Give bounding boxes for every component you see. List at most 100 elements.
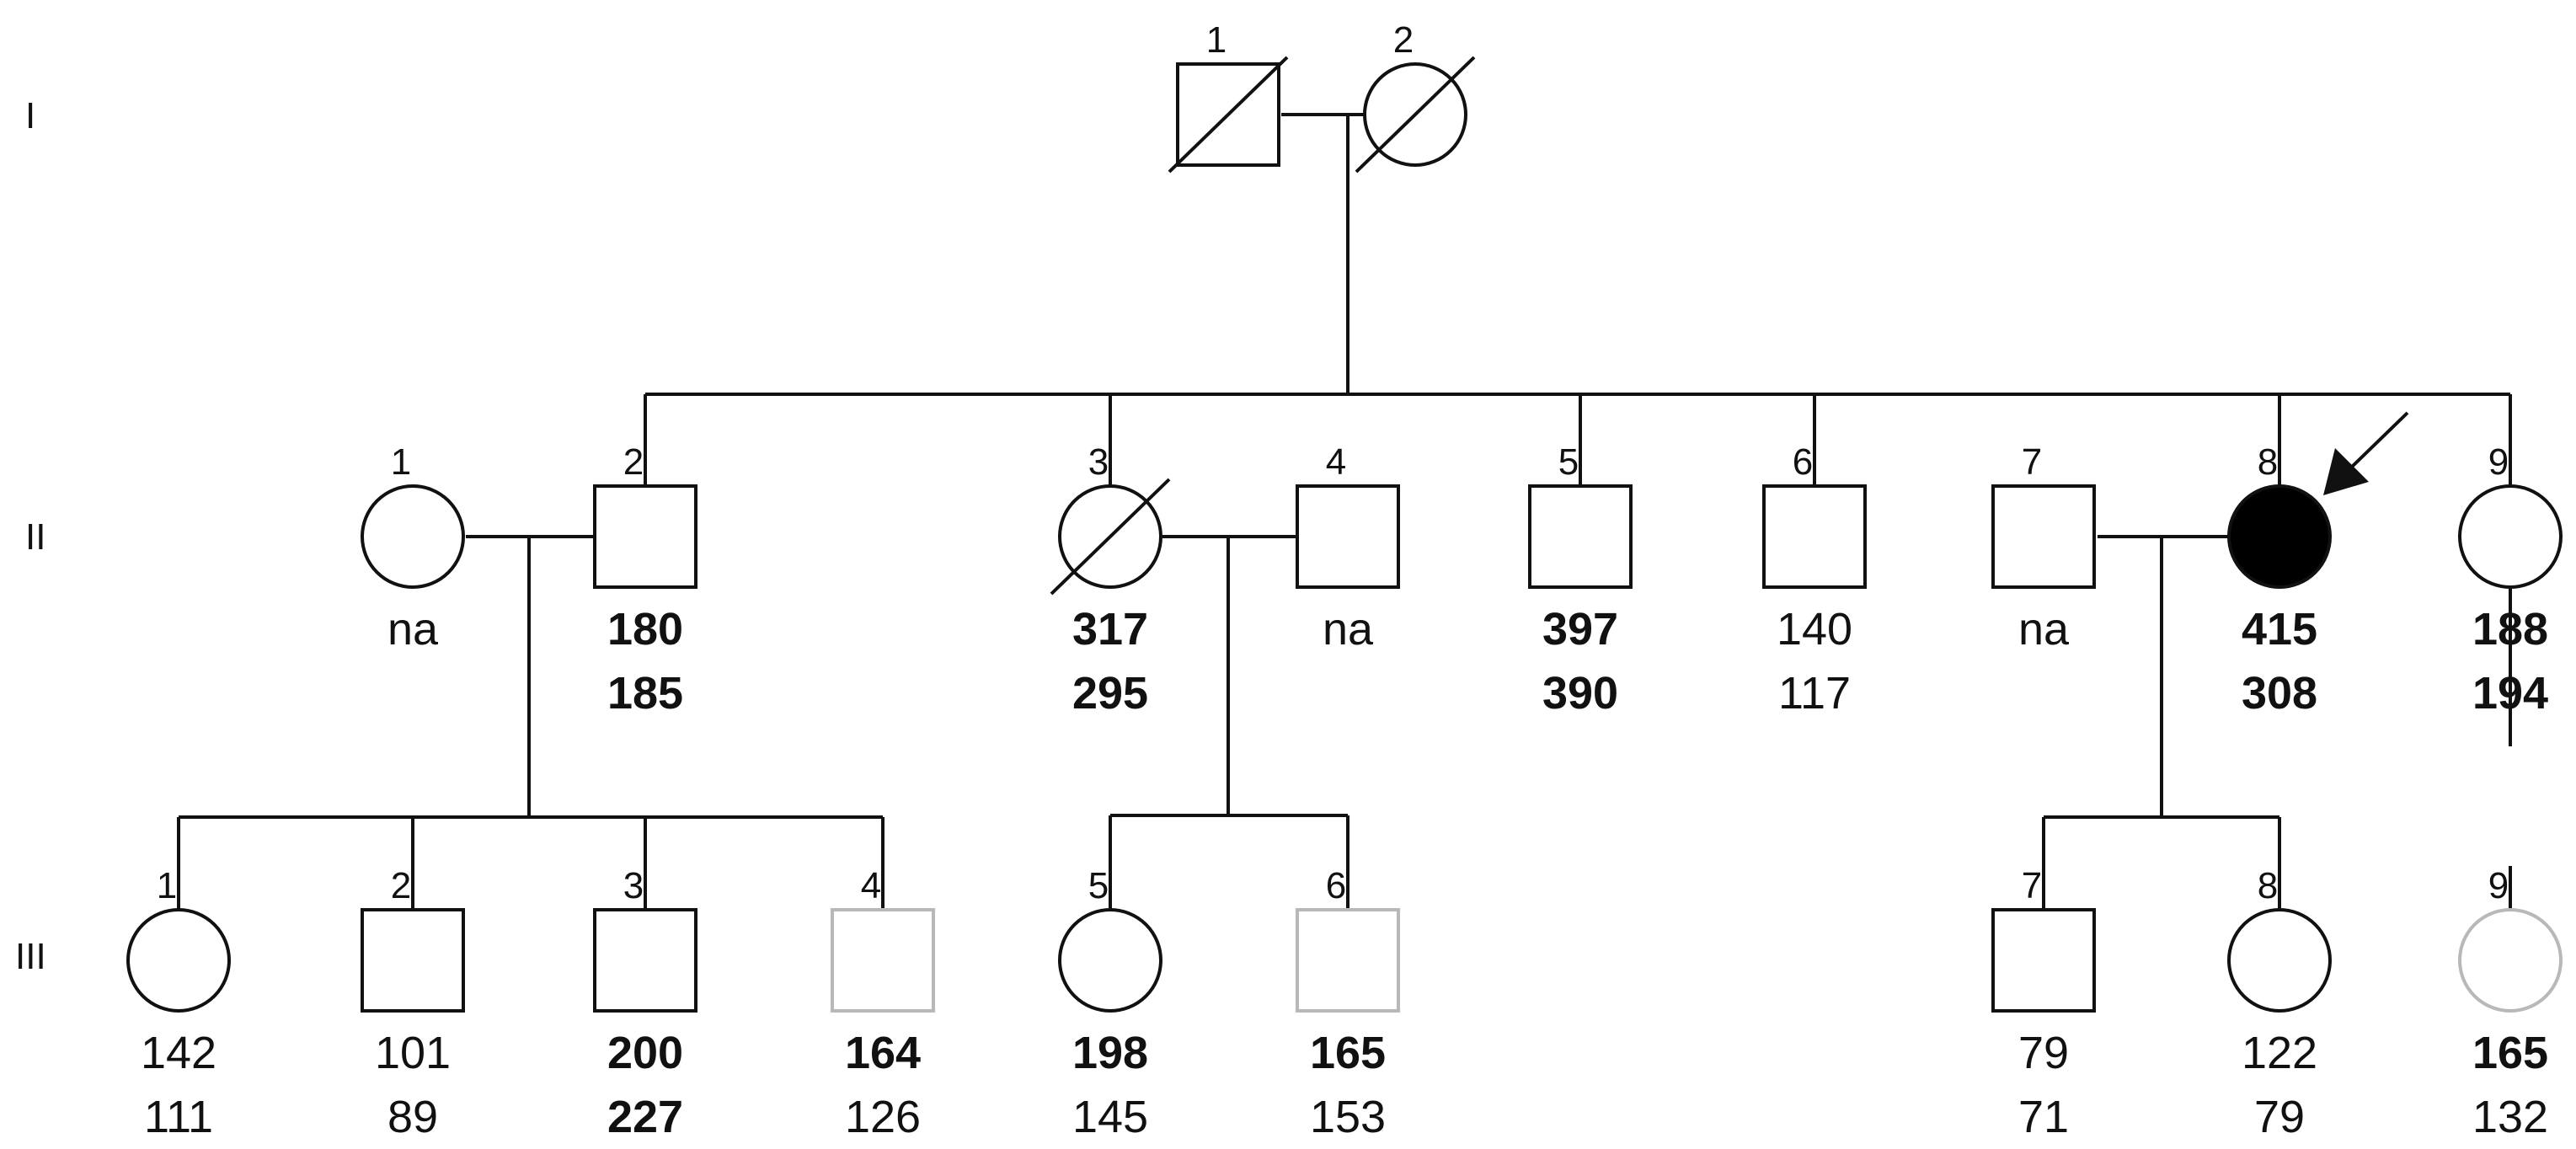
- female-circle-icon: [2458, 908, 2563, 1013]
- individual-value: 165: [2472, 1028, 2548, 1078]
- individual-value: 142: [141, 1028, 216, 1078]
- male-square-icon: [1762, 484, 1867, 589]
- individual-value: 198: [1072, 1028, 1148, 1078]
- female-circle-icon: [1058, 908, 1162, 1013]
- individual-value: 390: [1542, 668, 1618, 719]
- individual-value: 111: [144, 1092, 213, 1142]
- female-circle-icon: [361, 484, 465, 589]
- individual-number: 1: [1206, 19, 1227, 61]
- female-circle-icon: [2458, 484, 2563, 589]
- individual-value: na: [2018, 604, 2070, 655]
- individual-number: 4: [1326, 441, 1346, 483]
- individual-III-5: 5 198 145: [1058, 865, 1162, 1142]
- individual-II-4: 4 na: [1296, 441, 1400, 655]
- individual-number: 4: [861, 865, 881, 906]
- individual-III-3: 3 200 227: [593, 865, 697, 1142]
- individual-value: 126: [845, 1092, 921, 1142]
- proband-arrow-icon: [2323, 411, 2409, 495]
- individual-number: 6: [1793, 441, 1813, 483]
- individual-II-5: 5 397 390: [1528, 441, 1633, 719]
- individual-value: 164: [845, 1028, 921, 1078]
- male-square-icon: [1991, 908, 2096, 1013]
- individual-number: 7: [2022, 441, 2042, 483]
- individual-value: 79: [2254, 1092, 2305, 1142]
- individual-number: 8: [2258, 865, 2278, 906]
- male-square-icon: [831, 908, 935, 1013]
- individual-number: 9: [2488, 865, 2509, 906]
- individual-value: na: [387, 604, 439, 655]
- generation-label-III: III: [15, 936, 46, 977]
- individual-number: 3: [1088, 441, 1109, 483]
- male-square-icon: [361, 908, 465, 1013]
- individual-value: 153: [1310, 1092, 1386, 1142]
- male-square-icon: [593, 484, 697, 589]
- individual-value: 188: [2472, 604, 2548, 655]
- individual-value: 227: [607, 1092, 683, 1142]
- individual-number: 8: [2258, 441, 2278, 483]
- individual-value: 79: [2018, 1028, 2069, 1078]
- deceased-slash-icon: [1355, 56, 1476, 174]
- individual-II-3: 3 317 295: [1050, 441, 1171, 719]
- generation-label-I: I: [25, 95, 35, 136]
- individual-III-1: 1 142 111: [126, 865, 231, 1142]
- individual-value: 295: [1072, 668, 1148, 719]
- affected-female-circle-icon: [2227, 484, 2332, 589]
- female-circle-icon: [126, 908, 231, 1013]
- individual-value: 317: [1072, 604, 1148, 655]
- individual-value: 117: [1778, 668, 1851, 719]
- individual-value: 200: [607, 1028, 683, 1078]
- deceased-slash-icon: [1050, 478, 1171, 596]
- male-square-icon: [1991, 484, 2096, 589]
- individual-number: 1: [391, 441, 411, 483]
- individual-number: 1: [157, 865, 177, 906]
- individual-number: 5: [1558, 441, 1579, 483]
- male-square-icon: [1296, 484, 1400, 589]
- deceased-slash-icon: [1168, 56, 1289, 174]
- individual-III-9: 9 165 132: [2458, 865, 2563, 1142]
- individual-number: 2: [1393, 19, 1414, 61]
- individual-value: 145: [1072, 1092, 1148, 1142]
- individual-value: 71: [2018, 1092, 2069, 1142]
- individual-III-6: 6 165 153: [1296, 865, 1400, 1142]
- individual-II-2: 2 180 185: [593, 441, 697, 719]
- male-square-icon: [1528, 484, 1633, 589]
- individual-value: 101: [375, 1028, 451, 1078]
- individual-value: 415: [2242, 604, 2317, 655]
- individual-number: 6: [1326, 865, 1346, 906]
- individual-II-6: 6 140 117: [1762, 441, 1867, 719]
- individual-number: 7: [2022, 865, 2042, 906]
- individual-II-8: 8 415 308: [2227, 441, 2332, 719]
- individual-III-4: 4 164 126: [831, 865, 935, 1142]
- individual-II-7: 7 na: [1991, 441, 2096, 655]
- individual-number: 2: [623, 441, 644, 483]
- individual-number: 5: [1088, 865, 1109, 906]
- individual-value: 308: [2242, 668, 2317, 719]
- individual-value: 194: [2472, 668, 2548, 719]
- female-circle-icon: [2227, 908, 2332, 1013]
- individual-value: 165: [1310, 1028, 1386, 1078]
- individual-I-1: 1: [1168, 19, 1289, 174]
- male-square-icon: [593, 908, 697, 1013]
- individual-value: 140: [1777, 604, 1852, 655]
- individual-I-2: 2: [1355, 19, 1476, 174]
- individual-value: 397: [1542, 604, 1618, 655]
- individual-III-2: 2 101 89: [361, 865, 465, 1142]
- generation-label-II: II: [25, 516, 45, 558]
- individual-value: 185: [607, 668, 683, 719]
- individual-II-1: 1 na: [361, 441, 465, 655]
- individual-II-9: 9 188 194: [2458, 441, 2563, 719]
- individual-value: 122: [2242, 1028, 2317, 1078]
- individual-value: 180: [607, 604, 683, 655]
- individual-value: 132: [2472, 1092, 2548, 1142]
- individual-value: na: [1323, 604, 1374, 655]
- individual-III-8: 8 122 79: [2227, 865, 2332, 1142]
- pedigree-lines: [177, 113, 2512, 910]
- individual-number: 9: [2488, 441, 2509, 483]
- individual-value: 89: [387, 1092, 438, 1142]
- individual-number: 2: [391, 865, 411, 906]
- male-square-icon: [1296, 908, 1400, 1013]
- individual-number: 3: [623, 865, 644, 906]
- individual-III-7: 7 79 71: [1991, 865, 2096, 1142]
